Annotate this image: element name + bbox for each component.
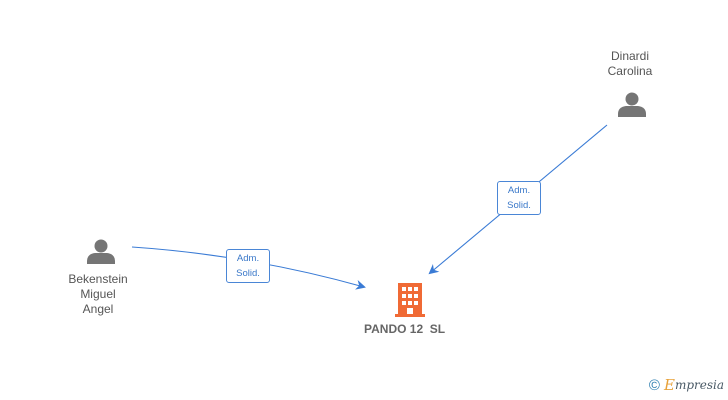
- brand-logo-initial: E: [663, 376, 675, 394]
- copyright-icon: ©: [648, 376, 660, 394]
- edge-label-top-line-2: Solid.: [507, 200, 531, 211]
- edge-label-left: Adm. Solid.: [226, 249, 270, 283]
- person-left-label[interactable]: Bekenstein Miguel Angel: [58, 272, 138, 317]
- person-left-name-line-3: Angel: [82, 302, 114, 316]
- person-left-name-line-1: Bekenstein: [68, 272, 128, 286]
- person-icon[interactable]: [618, 92, 646, 118]
- person-left-name-line-2: Miguel: [80, 287, 116, 301]
- edge-label-top-line-1: Adm.: [507, 185, 531, 196]
- building-icon[interactable]: [395, 283, 425, 317]
- edge-label-left-line-1: Adm.: [236, 253, 260, 264]
- person-top-name-line-2: Carolina: [607, 64, 653, 78]
- person-top-label[interactable]: Dinardi Carolina: [590, 49, 670, 79]
- edge-label-left-line-2: Solid.: [236, 268, 260, 279]
- company-name[interactable]: PANDO 12 SL: [364, 322, 446, 336]
- copyright-footer: © E mpresia: [649, 376, 724, 394]
- edge-label-top: Adm. Solid.: [497, 181, 541, 215]
- brand-logo-text: mpresia: [674, 378, 724, 392]
- person-top-name-line-1: Dinardi: [610, 49, 649, 63]
- person-icon[interactable]: [87, 239, 115, 265]
